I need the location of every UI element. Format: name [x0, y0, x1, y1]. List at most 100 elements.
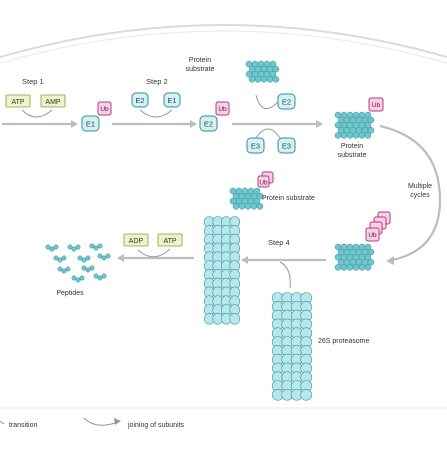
e3-right-label: E3 — [282, 142, 291, 151]
substrate-bead — [244, 203, 252, 210]
peptide-bead — [65, 266, 71, 272]
substrate-bead — [260, 76, 268, 83]
substrate-bead — [364, 111, 372, 119]
cell-membrane-inner — [0, 30, 447, 64]
peptide-bead — [93, 245, 99, 251]
e1-enzyme-top — [163, 92, 181, 108]
legend-joining-label: joining of subunits — [127, 422, 185, 429]
protein-substrate-top — [245, 60, 280, 83]
ub-tag-substrate-label: Ub — [372, 102, 381, 109]
substrate-bead — [250, 203, 258, 210]
legend-transition-label: transition — [9, 422, 38, 429]
peptide-bead — [57, 266, 63, 272]
crossing-arrow-2 — [255, 128, 281, 139]
peptide-bead — [85, 267, 91, 273]
e2-enzyme-right — [277, 93, 296, 110]
step2-label: Step 2 — [146, 77, 168, 86]
protein-substrate-top-label-1: Protein — [189, 57, 211, 64]
substrate-bead — [358, 132, 366, 139]
substrate-bead — [253, 197, 261, 205]
e1-enzyme — [81, 115, 100, 132]
substrate-bead — [266, 76, 274, 83]
peptide-bead — [61, 255, 67, 261]
substrate-bead — [334, 264, 342, 271]
substrate-bead — [352, 264, 360, 271]
protein-substrate-engaged-label-1: Protein substrate — [262, 195, 315, 202]
peptide-bead — [101, 255, 107, 261]
substrate-bead — [367, 127, 375, 134]
substrate-bead — [340, 132, 348, 139]
peptide-bead — [75, 277, 81, 283]
amp-box — [40, 94, 66, 108]
multiple-cycles-label-1: Multiple — [408, 183, 432, 190]
substrate-bead — [367, 259, 375, 266]
engaged-ub-label: Ub — [259, 180, 268, 187]
substrate-bead — [364, 243, 372, 251]
peptide-bead — [45, 244, 51, 250]
substrate-bead — [269, 60, 277, 68]
substrate-bead — [364, 132, 372, 139]
substrate-bead — [367, 116, 375, 124]
ub-tag-e1 — [97, 101, 112, 116]
peptides-cluster — [45, 243, 111, 283]
legend-joining-arrowhead — [114, 418, 121, 425]
substrate-bead — [232, 203, 240, 210]
substrate-bead — [272, 76, 280, 83]
e1-label: E1 — [86, 120, 95, 129]
e1-top-label: E1 — [167, 96, 176, 105]
cell-membrane — [0, 24, 447, 59]
proteasome-subunit — [300, 388, 313, 401]
substrate-bead — [254, 76, 262, 83]
proteasome-joining-arrow — [279, 261, 291, 289]
peptide-bead — [79, 275, 85, 281]
legend-joining-arrow — [83, 417, 119, 426]
protein-substrate-right-label-2: substrate — [338, 152, 367, 159]
step3-main-arrowhead — [316, 120, 323, 128]
peptide-bead — [53, 244, 59, 250]
ub-tag-e1-label: Ub — [100, 106, 109, 113]
step1-main-arrowhead — [71, 120, 78, 128]
peptides-label: Peptides — [56, 290, 84, 297]
peptide-bead — [57, 257, 63, 263]
substrate-bead — [364, 253, 372, 261]
protein-substrate-polyub — [334, 243, 375, 271]
protein-substrate-top-label-2: substrate — [186, 66, 215, 73]
peptide-bead — [61, 268, 67, 274]
peptide-bead — [97, 275, 103, 281]
substrate-bead — [340, 264, 348, 271]
peptide-bead — [49, 246, 55, 252]
substrate-bead — [352, 132, 360, 139]
proteasome-free — [271, 292, 313, 401]
peptide-bead — [71, 275, 77, 281]
amp-box-label: AMP — [45, 99, 61, 106]
peptide-bead — [101, 273, 107, 279]
crossing-arrow-1 — [255, 94, 279, 110]
substrate-bead — [256, 192, 264, 200]
peptide-bead — [71, 246, 77, 252]
ub-tag-e2 — [215, 101, 230, 116]
e2-enzyme-ub — [199, 115, 218, 132]
e3-enzyme-right — [277, 137, 296, 154]
peptide-bead — [85, 255, 91, 261]
substrate-bead — [367, 248, 375, 256]
peptide-bead — [81, 265, 87, 271]
polyub-label: Ub — [368, 232, 377, 239]
e2-enzyme-top-1 — [131, 92, 149, 108]
substrate-bead — [364, 121, 372, 129]
e3-left-label: E3 — [251, 142, 260, 151]
step1-transition-arrow — [21, 109, 53, 118]
proteasome-label: 26S proteasome — [318, 338, 369, 345]
e2-right-label: E2 — [282, 98, 291, 107]
peptide-bead — [97, 253, 103, 259]
substrate-bead — [272, 65, 280, 73]
atp-box-top-label: ATP — [11, 99, 24, 106]
adp-box — [123, 233, 149, 247]
substrate-bead — [238, 203, 246, 210]
protein-substrate-right-label-1: Protein — [341, 143, 363, 150]
e2-top-1-label: E2 — [135, 96, 144, 105]
step2-transition-arrow — [139, 109, 173, 118]
step5-main-arrowhead — [117, 254, 124, 262]
atp-box-bottom-label: ATP — [163, 238, 176, 245]
